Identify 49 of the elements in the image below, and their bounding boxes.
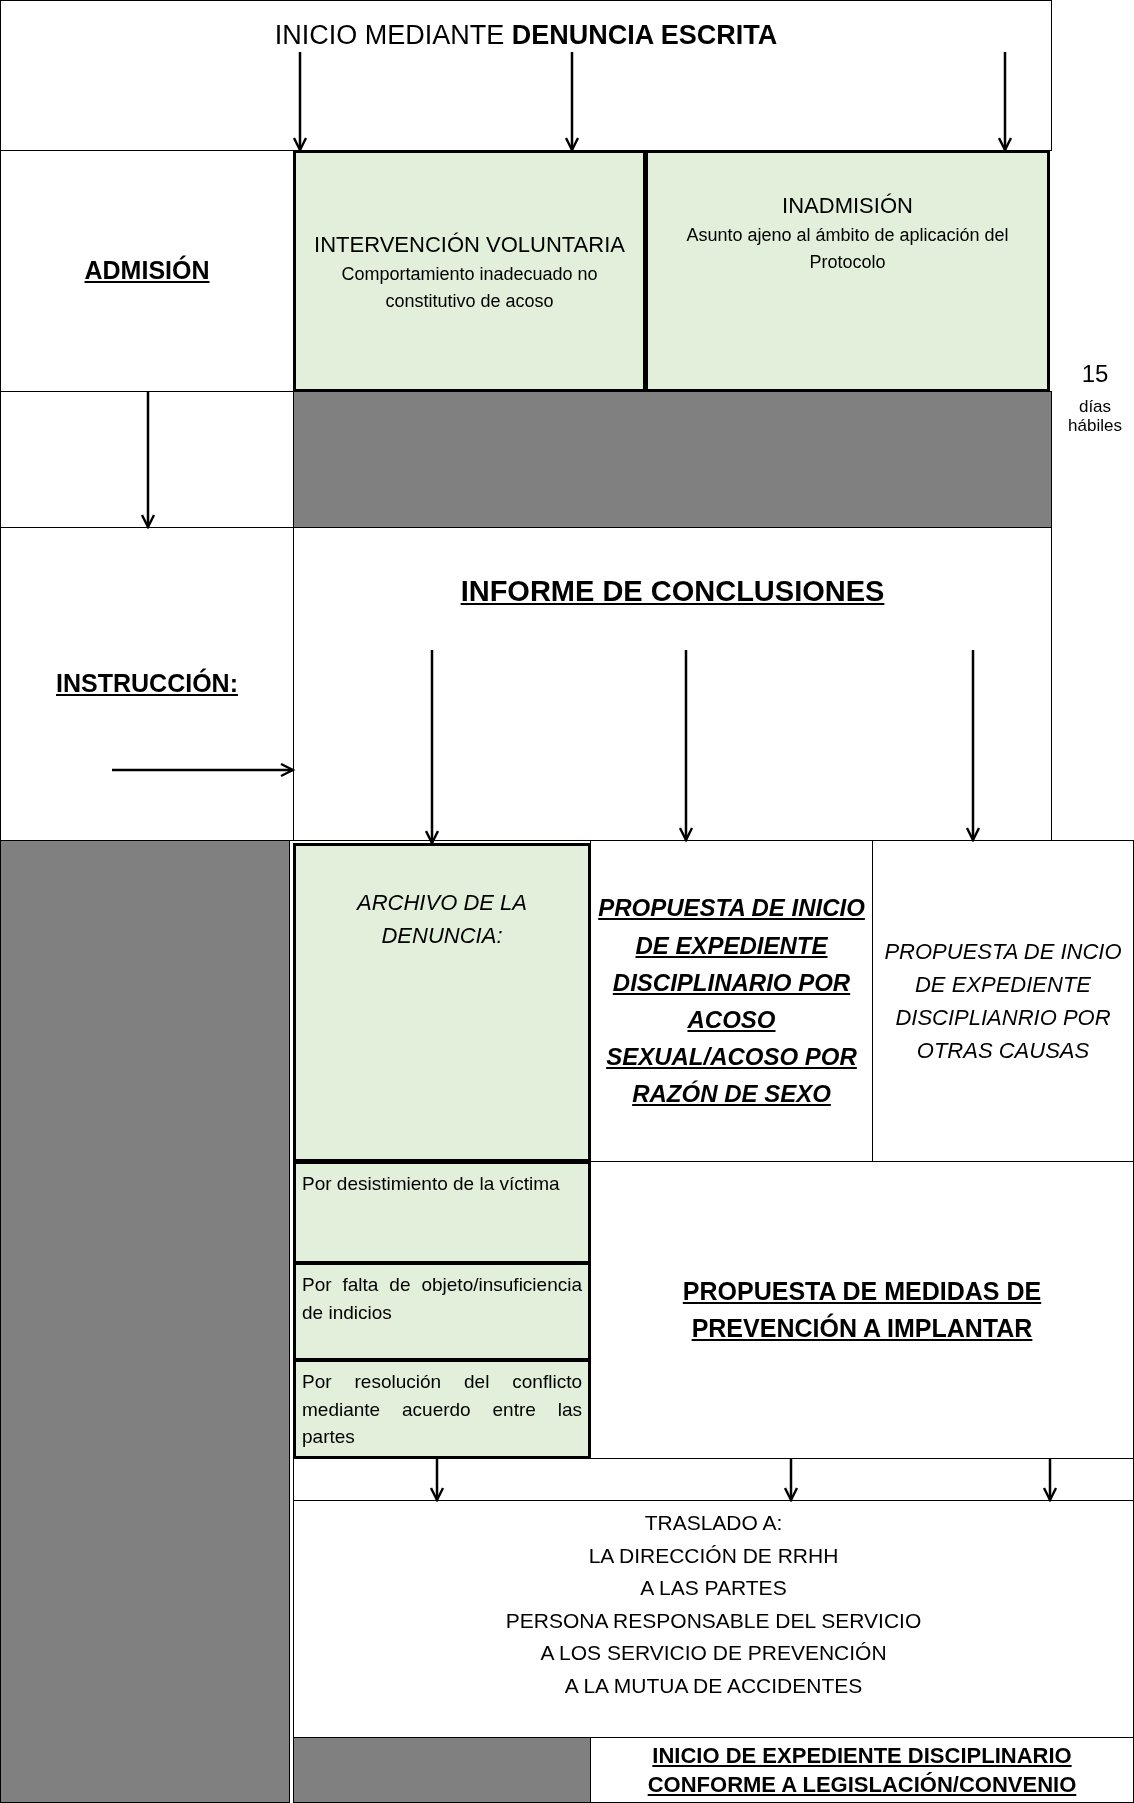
table-cell: [0, 0, 1052, 151]
table-cell: [293, 1262, 591, 1361]
arrow: [112, 762, 295, 778]
arrow: [564, 52, 580, 152]
table-cell: [645, 150, 1050, 392]
cell-text: Por resolución del conflicto mediante acuerdo entre las partes: [302, 1370, 582, 1450]
cell-text: ARCHIVO DE LA DENUNCIA:: [355, 889, 528, 950]
cell-subtext: A LAS PARTES: [640, 1575, 787, 1602]
cell-text: INADMISIÓN: [782, 192, 913, 220]
cell-text: INSTRUCCIÓN:: [56, 667, 238, 700]
cell-text: TRASLADO A:: [644, 1510, 783, 1536]
cell-subtext: Comportamiento inadecuado no constitutivo de acoso: [340, 262, 599, 313]
arrow: [997, 52, 1013, 152]
table-cell: [293, 843, 591, 1162]
shaded-cell: [293, 391, 1052, 528]
cell-subtext: Asunto ajeno al ámbito de aplicación del Protocolo: [685, 224, 1010, 274]
cell-subtext: A LOS SERVICIO DE PREVENCIÓN: [540, 1640, 887, 1667]
arrow: [1042, 1459, 1058, 1502]
arrow: [424, 650, 440, 845]
cell-text: Por falta de objeto/insuficiencia de indicios: [302, 1273, 582, 1325]
table-cell: [0, 527, 294, 841]
table-cell: [293, 1500, 1134, 1738]
cell-text: PROPUESTA DE MEDIDAS DE PREVENCIÓN A IMPLANTAR: [681, 1275, 1043, 1344]
shaded-cell: [293, 1737, 591, 1803]
cell-text: INICIO MEDIANTE DENUNCIA ESCRITA: [274, 19, 778, 52]
table-cell: [293, 1359, 591, 1459]
table-cell: [590, 1737, 1134, 1803]
cell-text: INTERVENCIÓN VOLUNTARIA: [314, 230, 625, 259]
cell-text: Por desistimiento de la víctima: [302, 1172, 561, 1196]
cell-subtext: PERSONA RESPONSABLE DEL SERVICIO: [505, 1607, 922, 1634]
duration-note: 15: [1080, 360, 1110, 388]
shaded-cell: [0, 840, 290, 1803]
cell-text: INFORME DE CONCLUSIONES: [460, 574, 885, 609]
arrow: [429, 1459, 445, 1502]
cell-subtext: A LA MUTUA DE ACCIDENTES: [564, 1672, 863, 1699]
arrow: [783, 1459, 799, 1502]
cell-text: ADMISIÓN: [84, 254, 210, 287]
table-cell: [293, 1161, 591, 1264]
arrow: [965, 650, 981, 842]
table-cell: [293, 150, 646, 392]
arrow: [140, 392, 156, 529]
cell-text: PROPUESTA DE INICIO DE EXPEDIENTE DISCIPLINARIO POR ACOSO SEXUAL/ACOSO POR RAZÓN DE SEXO: [597, 893, 866, 1110]
cell-subtext: LA DIRECCIÓN DE RRHH: [588, 1542, 839, 1569]
cell-text: PROPUESTA DE INCIO DE EXPEDIENTE DISCIPLIANRIO POR OTRAS CAUSAS: [883, 938, 1123, 1065]
arrow: [292, 52, 308, 152]
table-cell: [293, 527, 1052, 841]
cell-text: INICIO DE EXPEDIENTE DISCIPLINARIO CONFORME A LEGISLACIÓN/CONVENIO: [646, 1742, 1078, 1799]
duration-note: días hábiles: [1067, 396, 1123, 436]
arrow: [678, 650, 694, 842]
